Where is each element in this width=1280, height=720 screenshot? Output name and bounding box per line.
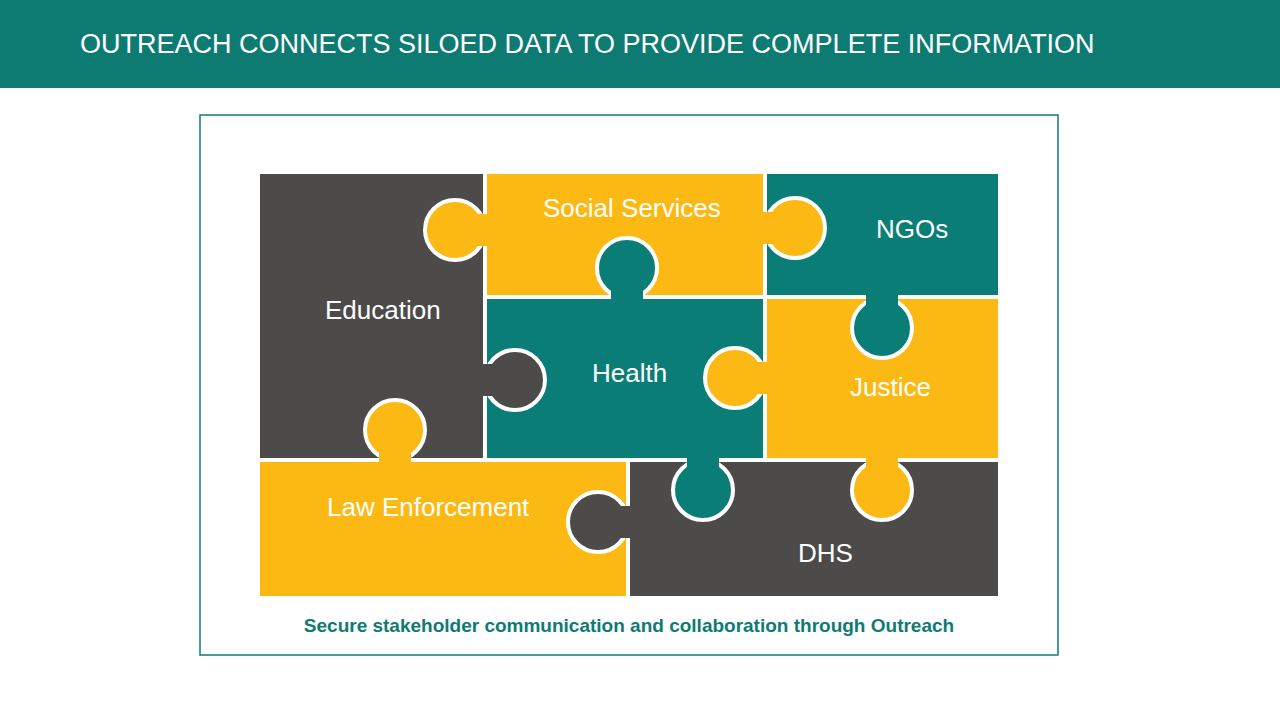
piece-name: Justice bbox=[850, 372, 931, 403]
piece-name: Education bbox=[325, 295, 441, 326]
knob-neck bbox=[761, 212, 780, 244]
puzzle-piece-label: Health bbox=[584, 354, 675, 393]
piece-name: DHS bbox=[798, 538, 853, 569]
puzzle-piece-label: Justice bbox=[842, 368, 939, 407]
justice-piece bbox=[765, 297, 1000, 460]
puzzle-piece-label: NGOs bbox=[868, 210, 956, 249]
knob-neck bbox=[481, 364, 500, 396]
law-enforcement-piece bbox=[258, 460, 628, 598]
social-services-piece bbox=[485, 172, 765, 297]
dhs-piece bbox=[628, 460, 1000, 598]
knob-neck bbox=[866, 293, 898, 313]
frame bbox=[200, 115, 1058, 655]
piece-name: Health bbox=[592, 358, 667, 389]
knob-neck bbox=[613, 506, 632, 538]
knob-neck bbox=[470, 214, 489, 246]
piece-name: Law Enforcement bbox=[327, 492, 529, 523]
page-title: OUTREACH CONNECTS SILOED DATA TO PROVIDE… bbox=[80, 0, 1095, 88]
health-piece bbox=[485, 297, 765, 460]
knob-neck bbox=[750, 362, 769, 394]
knob-neck bbox=[611, 282, 643, 301]
education-piece bbox=[258, 172, 485, 460]
ngos-piece bbox=[765, 172, 1000, 297]
piece-name: Social Services bbox=[543, 193, 721, 224]
knob-neck bbox=[687, 456, 719, 475]
puzzle-piece-label: Education bbox=[317, 291, 449, 330]
piece-name: NGOs bbox=[876, 214, 948, 245]
puzzle-piece-label: DHS bbox=[790, 534, 861, 573]
puzzle-piece-label: Law Enforcement bbox=[319, 488, 537, 527]
knob-neck bbox=[379, 445, 411, 464]
puzzle-piece-label: Social Services bbox=[535, 189, 729, 228]
caption: Secure stakeholder communication and col… bbox=[200, 615, 1058, 637]
knob-neck bbox=[866, 456, 898, 475]
